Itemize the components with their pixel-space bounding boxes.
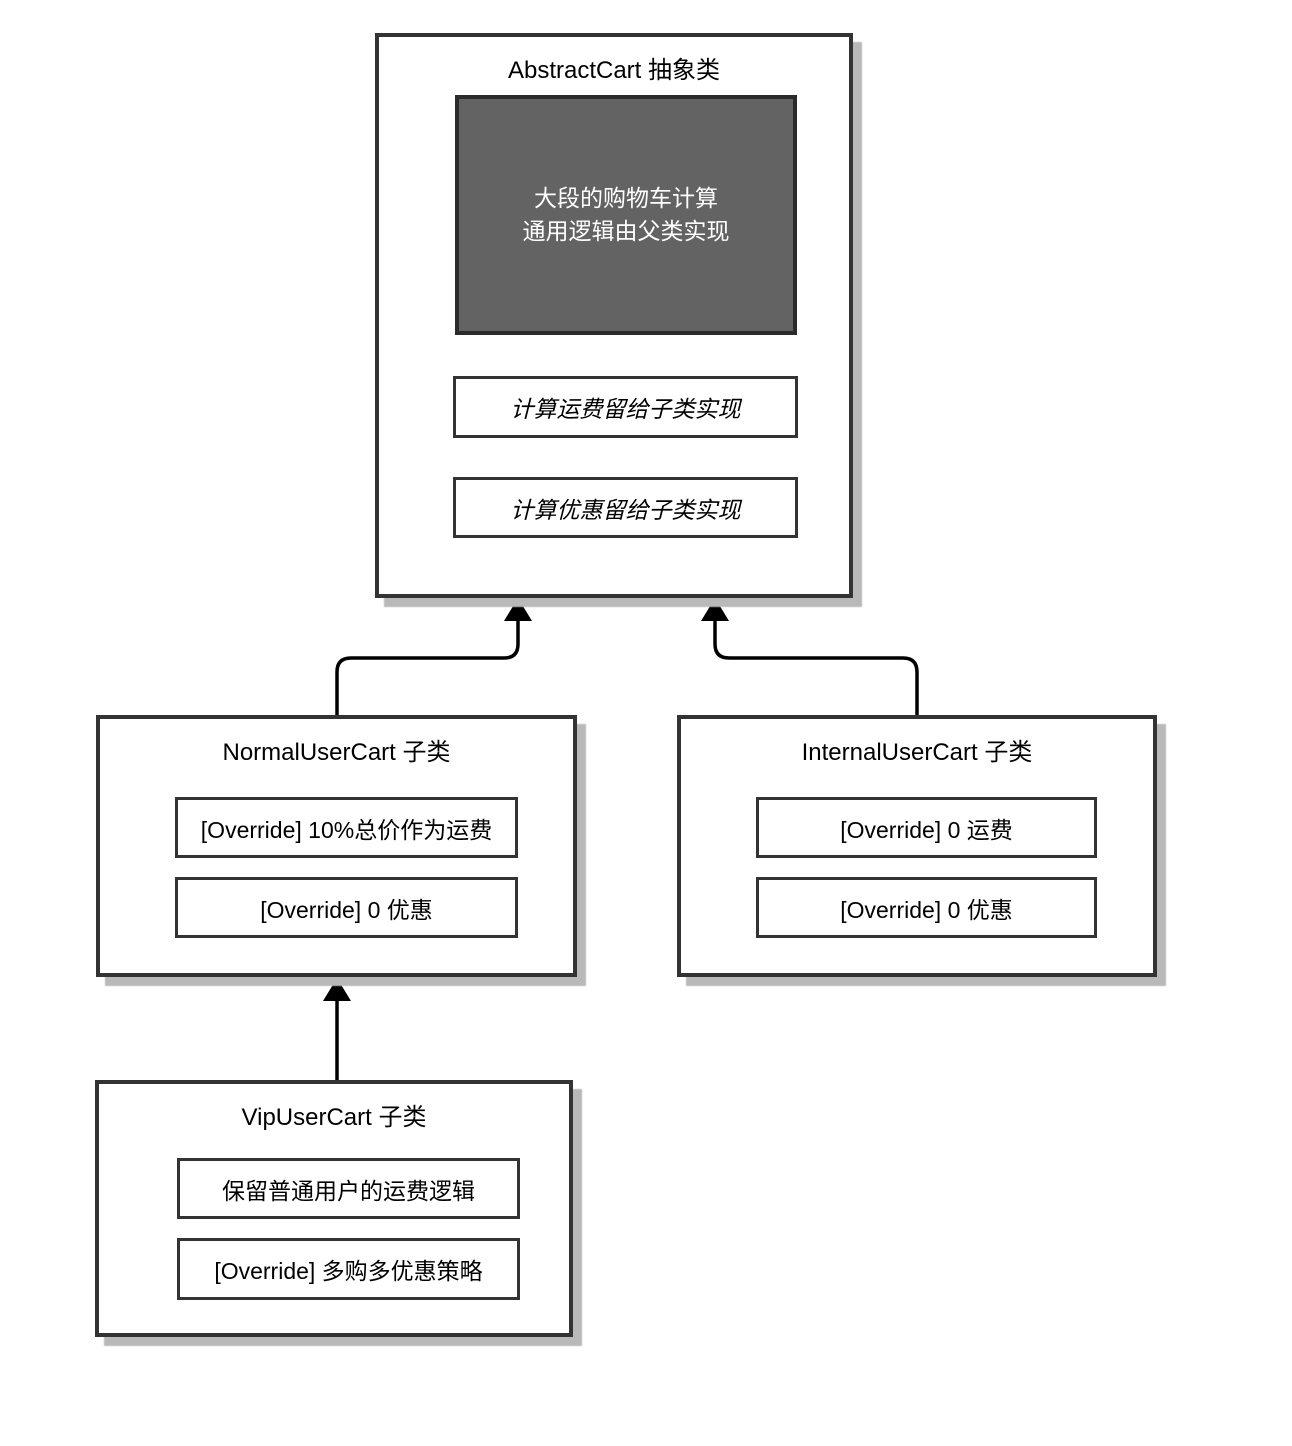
vip-user-cart-class-box: VipUserCart 子类 保留普通用户的运费逻辑 [Override] 多购… [95,1080,573,1337]
core-logic-line-2: 通用逻辑由父类实现 [522,218,730,244]
normal-method-shipping: [Override] 10%总价作为运费 [175,797,518,858]
internal-to-abstract-connector [701,598,919,715]
internal-method-shipping: [Override] 0 运费 [756,797,1097,858]
vip-user-cart-title: VipUserCart 子类 [241,1104,427,1131]
abstract-method-discount: 计算优惠留给子类实现 [453,477,798,538]
abstract-cart-core-logic-note: 大段的购物车计算 通用逻辑由父类实现 [455,95,797,335]
internal-method-discount: [Override] 0 优惠 [756,877,1097,938]
abstract-method-shipping: 计算运费留给子类实现 [453,376,798,438]
abstract-cart-title: AbstractCart 抽象类 [507,57,721,84]
normal-user-cart-title: NormalUserCart 子类 [222,739,451,766]
normal-to-abstract-connector [335,598,532,715]
internal-user-cart-class-box: InternalUserCart 子类 [Override] 0 运费 [Ove… [677,715,1157,977]
vip-method-discount: [Override] 多购多优惠策略 [177,1238,520,1300]
inheritance-arrowhead-icon [701,598,729,621]
abstract-cart-class-box: AbstractCart 抽象类 大段的购物车计算 通用逻辑由父类实现 计算运费… [375,33,853,598]
inheritance-arrowhead-icon [504,598,532,621]
vip-to-normal-connector [323,978,351,1080]
normal-user-cart-class-box: NormalUserCart 子类 [Override] 10%总价作为运费 [… [96,715,577,977]
internal-user-cart-title: InternalUserCart 子类 [801,739,1033,766]
vip-method-shipping: 保留普通用户的运费逻辑 [177,1158,520,1219]
normal-method-discount: [Override] 0 优惠 [175,877,518,938]
inheritance-arrowhead-icon [323,978,351,1001]
core-logic-line-1: 大段的购物车计算 [534,184,718,211]
